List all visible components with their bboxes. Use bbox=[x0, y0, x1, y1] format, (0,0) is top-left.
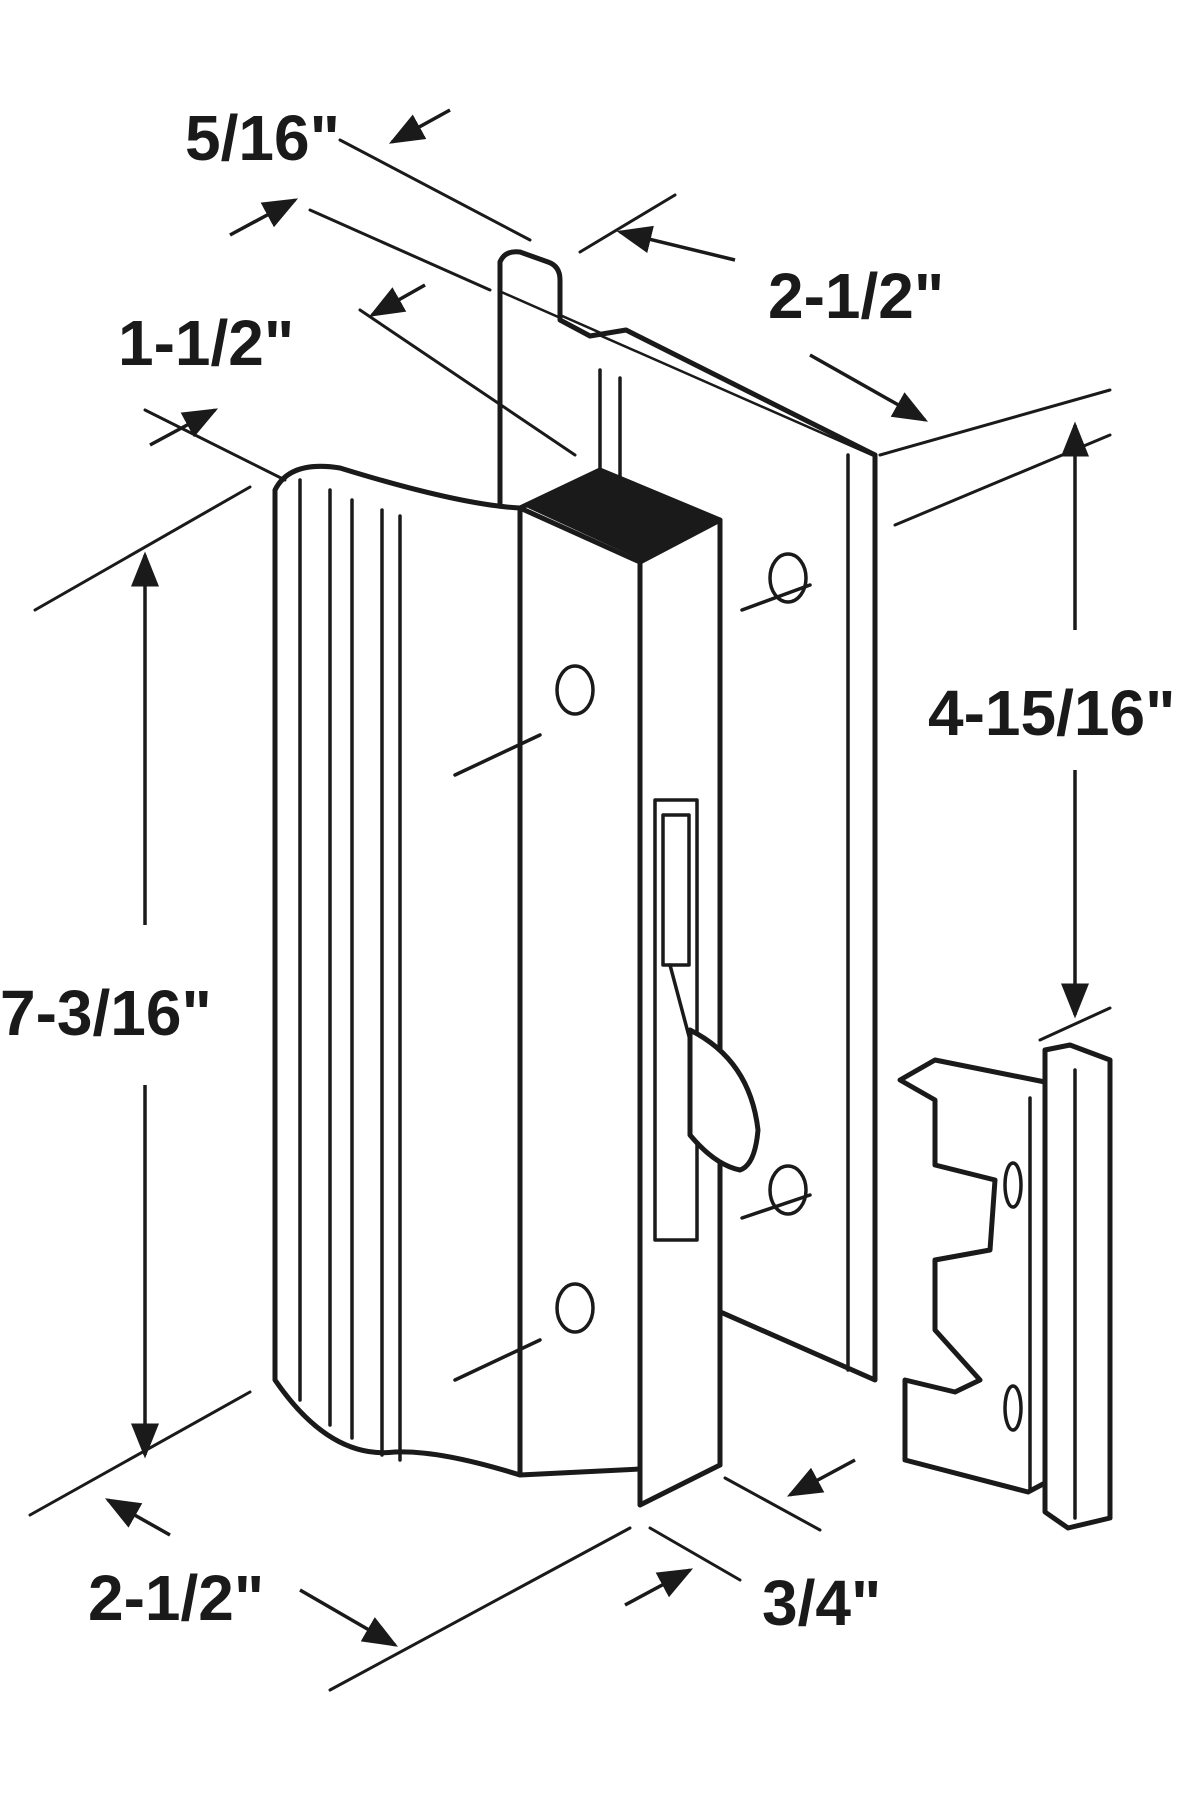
dimension-label-bottom-depth: 3/4" bbox=[762, 1567, 881, 1639]
dimension-label-keeper-spacing: 4-15/16" bbox=[928, 677, 1175, 749]
dimension-label-handle-height: 7-3/16" bbox=[0, 977, 212, 1049]
handle-grip bbox=[272, 463, 523, 1478]
dimension-label-handle-depth: 1-1/2" bbox=[118, 307, 294, 379]
keeper bbox=[897, 1042, 1113, 1531]
dimension-arrows bbox=[104, 108, 1089, 1647]
lock-body bbox=[453, 467, 761, 1508]
extension-lines bbox=[28, 138, 1112, 1692]
dimension-label-top-thickness: 5/16" bbox=[185, 102, 340, 174]
dimension-label-top-width: 2-1/2" bbox=[768, 260, 944, 332]
dimension-label-bottom-width: 2-1/2" bbox=[88, 1562, 264, 1634]
